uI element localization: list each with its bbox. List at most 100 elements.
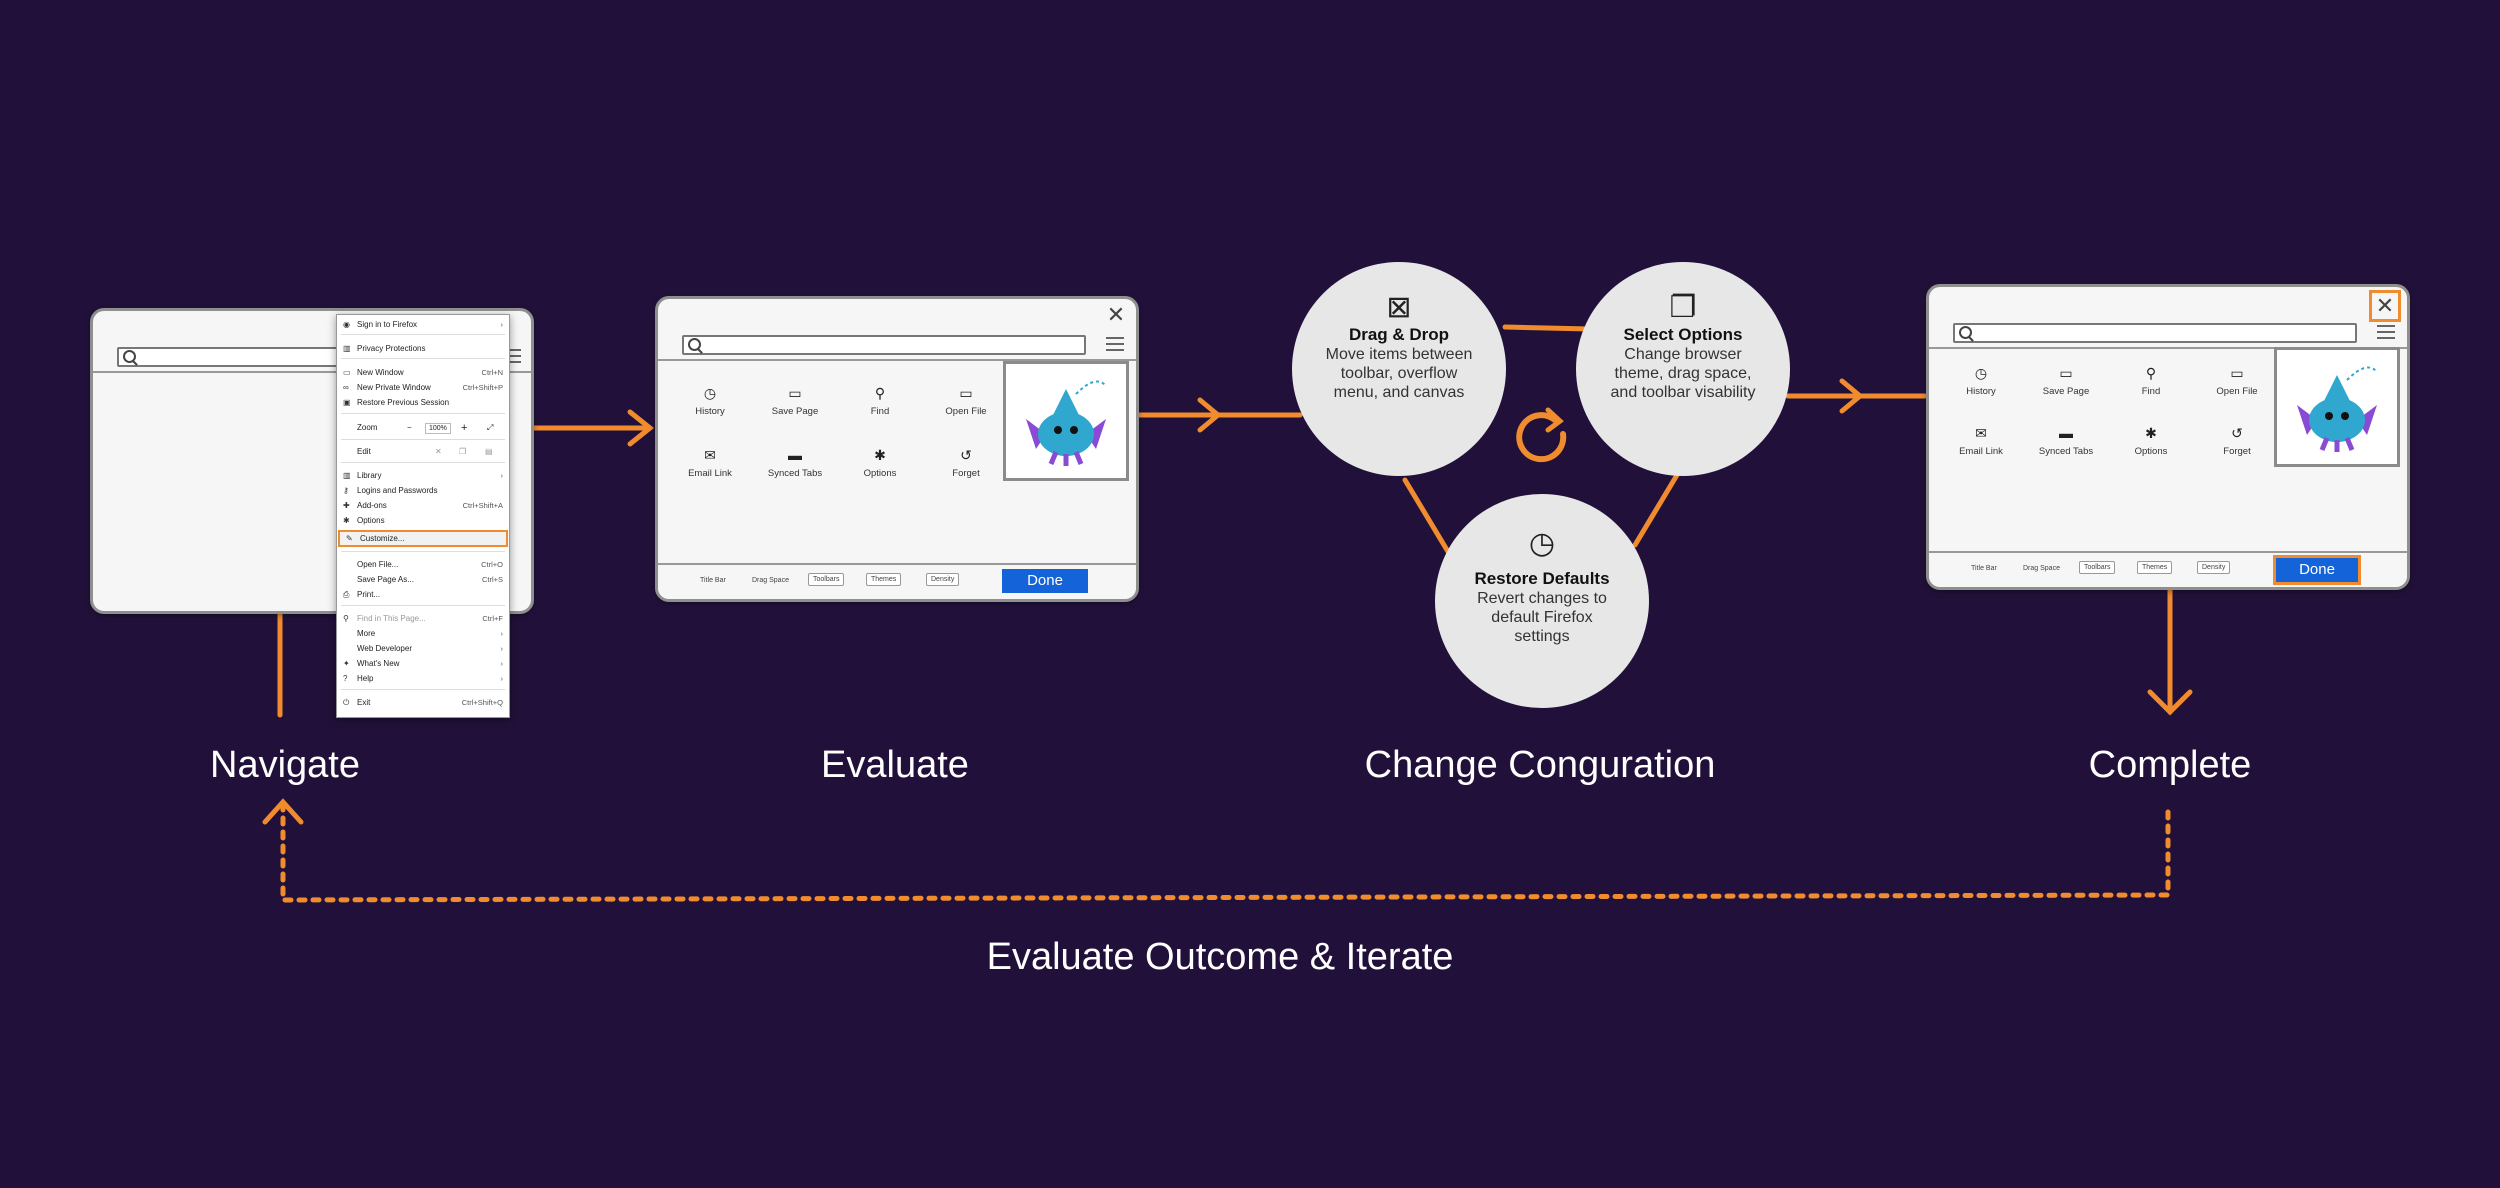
toolbars-dropdown[interactable]: Toolbars [808, 573, 844, 586]
options-item[interactable]: ✱Options [2111, 423, 2191, 457]
save-page-item[interactable]: ▭Save Page [755, 383, 835, 417]
customize-footer: Title Bar Drag Space Toolbars Themes Den… [658, 563, 1136, 599]
laptop-icon: ▬ [2026, 423, 2106, 443]
synced-tabs-item[interactable]: ▬Synced Tabs [755, 445, 835, 479]
save-page-item[interactable]: ▭Save Page [2026, 363, 2106, 397]
menu-item-save-page[interactable]: Save Page As...Ctrl+S [337, 573, 509, 587]
email-link-item[interactable]: ✉Email Link [670, 445, 750, 479]
menu-item-edit: Edit ✕ ❐ ▤ [337, 445, 509, 459]
search-icon [1959, 326, 1972, 339]
done-button[interactable]: Done [1002, 569, 1088, 593]
address-bar[interactable] [1953, 323, 2357, 343]
menu-icon[interactable] [1106, 337, 1124, 351]
address-bar[interactable] [682, 335, 1086, 355]
menu-item-open-file[interactable]: Open File...Ctrl+O [337, 558, 509, 572]
title-bar-checkbox[interactable]: Title Bar [700, 577, 726, 584]
zoom-value: 100% [425, 423, 451, 434]
open-file-item[interactable]: ▭Open File [926, 383, 1006, 417]
gear-icon: ✱ [343, 514, 350, 528]
key-icon: ⚷ [343, 484, 349, 498]
clock-icon: ◷ [670, 383, 750, 403]
find-item[interactable]: ⚲Find [840, 383, 920, 417]
iterate-label: Evaluate Outcome & Iterate [860, 936, 1580, 979]
select-options-step: ❐ Select Options Change browser theme, d… [1576, 262, 1790, 476]
evaluate-label: Evaluate [760, 744, 1030, 787]
restore-icon: ▣ [343, 396, 351, 410]
drag-drop-icon: ⊠ [1292, 290, 1506, 325]
menu-icon[interactable] [2377, 325, 2395, 339]
menu-item-print[interactable]: ⎙Print... [337, 588, 509, 602]
drag-drop-step: ⊠ Drag & Drop Move items between toolbar… [1292, 262, 1506, 476]
library-icon: ▥ [343, 469, 351, 483]
account-icon: ◉ [343, 318, 350, 332]
menu-item-find[interactable]: ⚲Find in This Page...Ctrl+F [337, 612, 509, 626]
menu-item-options[interactable]: ✱Options [337, 514, 509, 528]
close-icon[interactable]: ✕ [2369, 290, 2401, 322]
search-icon [123, 350, 136, 363]
menu-item-privacy[interactable]: ▥Privacy Protections [337, 342, 509, 356]
options-item[interactable]: ✱Options [840, 445, 920, 479]
menu-item-web-developer[interactable]: Web Developer› [337, 642, 509, 656]
density-button[interactable]: Density [926, 573, 959, 586]
menu-item-whats-new[interactable]: ✦What's New› [337, 657, 509, 671]
forget-item[interactable]: ↺Forget [926, 445, 1006, 479]
zoom-out-button[interactable]: − [407, 421, 412, 435]
menu-item-logins[interactable]: ⚷Logins and Passwords [337, 484, 509, 498]
menu-item-customize[interactable]: ✎Customize... [338, 530, 508, 547]
mail-icon: ✉ [1941, 423, 2021, 443]
folder-icon: ▭ [926, 383, 1006, 403]
themes-button[interactable]: Themes [866, 573, 901, 586]
fullscreen-icon[interactable]: ⤢ [487, 421, 493, 435]
search-icon: ⚲ [343, 612, 349, 626]
themes-button[interactable]: Themes [2137, 561, 2172, 574]
history-item[interactable]: ◷History [1941, 363, 2021, 397]
density-button[interactable]: Density [2197, 561, 2230, 574]
address-bar[interactable] [117, 347, 351, 367]
mascot-image [2277, 350, 2397, 460]
windows-icon: ❐ [1576, 290, 1790, 325]
complete-label: Complete [2035, 744, 2305, 787]
clock-icon: ◷ [1941, 363, 2021, 383]
history-icon: ↺ [926, 445, 1006, 465]
menu-item-sign-in[interactable]: ◉Sign in to Firefox› [337, 318, 509, 332]
cut-icon[interactable]: ✕ [435, 445, 442, 459]
printer-icon: ⎙ [343, 588, 349, 602]
done-button[interactable]: Done [2273, 555, 2361, 585]
search-icon: ⚲ [840, 383, 920, 403]
menu-item-restore-session[interactable]: ▣Restore Previous Session [337, 396, 509, 410]
menu-item-help[interactable]: ?Help› [337, 672, 509, 686]
title-bar-checkbox[interactable]: Title Bar [1971, 565, 1997, 572]
history-icon: ↺ [2197, 423, 2277, 443]
gift-icon: ✦ [343, 657, 350, 671]
menu-item-library[interactable]: ▥Library› [337, 469, 509, 483]
forget-item[interactable]: ↺Forget [2197, 423, 2277, 457]
gear-icon: ✱ [2111, 423, 2191, 443]
overflow-panel-preview [1003, 361, 1129, 481]
email-link-item[interactable]: ✉Email Link [1941, 423, 2021, 457]
navigate-label: Navigate [150, 744, 420, 787]
iterate-dotted-loop [283, 808, 2168, 900]
drag-space-checkbox[interactable]: Drag Space [752, 577, 789, 584]
customize-window-complete: ✕ ◷History ▭Save Page ⚲Find ▭Open File ✉… [1926, 284, 2410, 590]
chart-icon: ▥ [343, 342, 351, 356]
find-item[interactable]: ⚲Find [2111, 363, 2191, 397]
folder-icon: ▭ [2197, 363, 2277, 383]
zoom-in-button[interactable]: + [461, 421, 467, 435]
open-file-item[interactable]: ▭Open File [2197, 363, 2277, 397]
firefox-app-menu: ◉Sign in to Firefox› ▥Privacy Protection… [336, 314, 510, 718]
close-icon[interactable]: ✕ [1106, 305, 1126, 325]
paste-icon[interactable]: ▤ [485, 445, 493, 459]
toolbars-dropdown[interactable]: Toolbars [2079, 561, 2115, 574]
history-item[interactable]: ◷History [670, 383, 750, 417]
gear-icon: ✱ [840, 445, 920, 465]
synced-tabs-item[interactable]: ▬Synced Tabs [2026, 423, 2106, 457]
menu-item-more[interactable]: More› [337, 627, 509, 641]
restore-defaults-step: ◷ Restore Defaults Revert changes to def… [1435, 494, 1649, 708]
copy-icon[interactable]: ❐ [459, 445, 466, 459]
search-icon: ⚲ [2111, 363, 2191, 383]
drag-space-checkbox[interactable]: Drag Space [2023, 565, 2060, 572]
